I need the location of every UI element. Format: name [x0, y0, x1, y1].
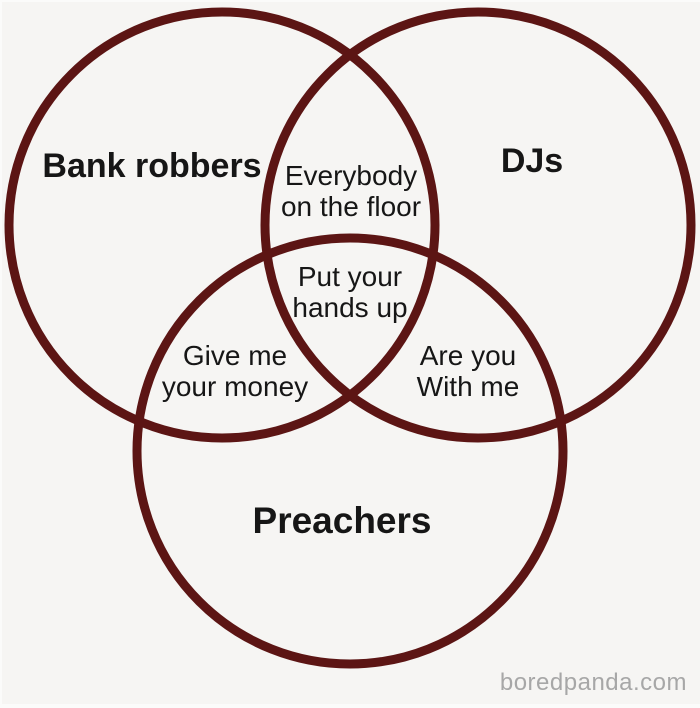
intersection-label-bank-robbers-preachers: Give me your money — [161, 340, 309, 402]
set-label-preachers: Preachers — [252, 500, 432, 541]
intersection-label-djs-preachers: Are you With me — [416, 340, 520, 402]
set-label-bank-robbers: Bank robbers — [42, 147, 262, 185]
djs-circle — [260, 7, 696, 443]
image-edge-top — [0, 0, 700, 2]
bank-robbers-circle — [4, 7, 440, 443]
intersection-label-bank-robbers-djs: Everybody on the floor — [280, 160, 422, 222]
preachers-circle — [132, 233, 568, 669]
intersection-label-all-three: Put your hands up — [292, 261, 408, 323]
image-edge-bottom — [0, 704, 700, 708]
image-edge-left — [0, 0, 2, 708]
set-label-djs: DJs — [500, 142, 564, 180]
watermark-text: boredpanda.com — [499, 669, 687, 696]
